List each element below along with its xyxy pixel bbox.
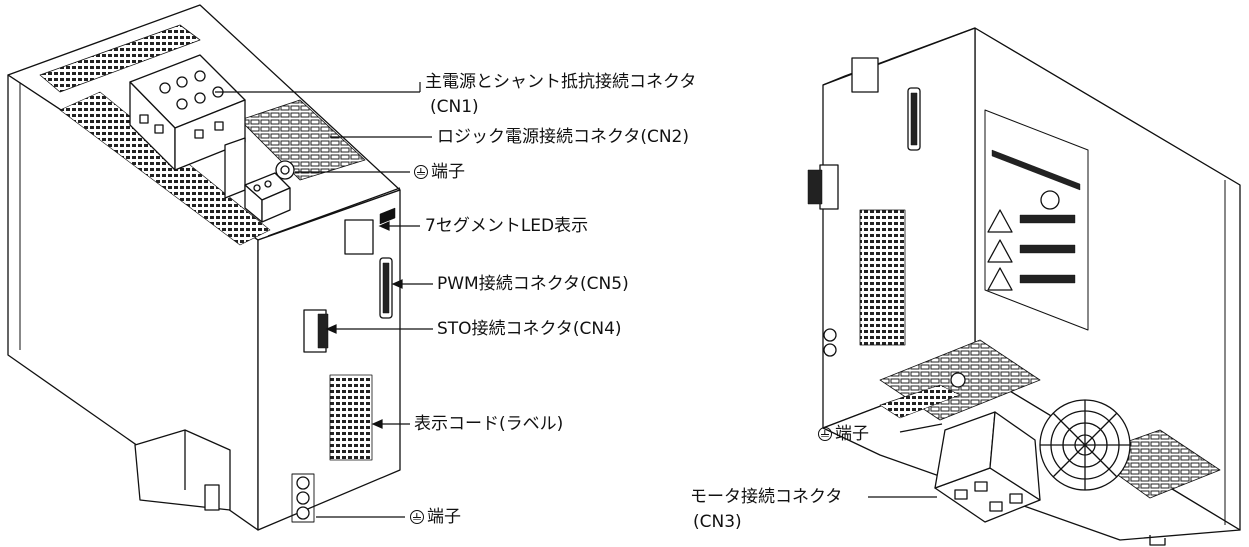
callout-right-ground: 端子 bbox=[818, 424, 869, 444]
callout-right-ground-text: 端子 bbox=[835, 424, 869, 444]
right-code-label bbox=[859, 209, 906, 346]
left-drive-unit bbox=[7, 4, 401, 531]
cn1-connector bbox=[129, 54, 246, 199]
callout-cn1-line1: 主電源とシャント抵抗接続コネクタ bbox=[425, 72, 697, 92]
callout-ground-top-text: 端子 bbox=[431, 162, 465, 182]
callout-cn5: PWM接続コネクタ(CN5) bbox=[437, 274, 629, 294]
right-cn4-connector bbox=[807, 164, 839, 210]
right-drive-unit bbox=[807, 27, 1241, 546]
callout-cn3-line1: モータ接続コネクタ bbox=[690, 487, 843, 507]
cn4-connector bbox=[303, 309, 329, 353]
callout-cn3-line2: (CN3) bbox=[693, 512, 742, 532]
cooling-fan bbox=[1039, 399, 1131, 491]
warning-label bbox=[984, 109, 1089, 331]
cn2-connector bbox=[244, 172, 291, 223]
callout-cn4: STO接続コネクタ(CN4) bbox=[437, 319, 622, 339]
right-front-ground-terminals bbox=[823, 328, 837, 357]
right-cn5-connector bbox=[907, 87, 921, 151]
left-top-vents bbox=[39, 24, 366, 246]
right-seven-segment bbox=[851, 57, 879, 93]
callout-ground-bottom: 端子 bbox=[410, 507, 461, 527]
right-bottom-ground-terminal bbox=[950, 372, 966, 388]
cn5-connector bbox=[379, 257, 393, 319]
protective-earth-icon bbox=[410, 510, 424, 524]
seven-segment-display bbox=[344, 219, 374, 255]
left-leader-lines bbox=[215, 82, 433, 518]
callout-code-label: 表示コード(ラベル) bbox=[414, 414, 564, 434]
callout-ground-top: 端子 bbox=[414, 162, 465, 182]
left-bottom-ground-terminals bbox=[291, 473, 315, 523]
protective-earth-icon bbox=[414, 165, 428, 179]
callout-cn1-line2: (CN1) bbox=[430, 97, 479, 117]
left-front-face bbox=[257, 189, 401, 531]
right-leader-lines bbox=[868, 423, 943, 498]
code-label bbox=[329, 374, 373, 461]
protective-earth-icon bbox=[818, 427, 832, 441]
cn3-connector bbox=[934, 411, 1041, 523]
callout-seg7: 7セグメントLED表示 bbox=[425, 216, 589, 236]
callout-cn2: ロジック電源接続コネクタ(CN2) bbox=[437, 127, 689, 147]
callout-ground-bottom-text: 端子 bbox=[427, 507, 461, 527]
